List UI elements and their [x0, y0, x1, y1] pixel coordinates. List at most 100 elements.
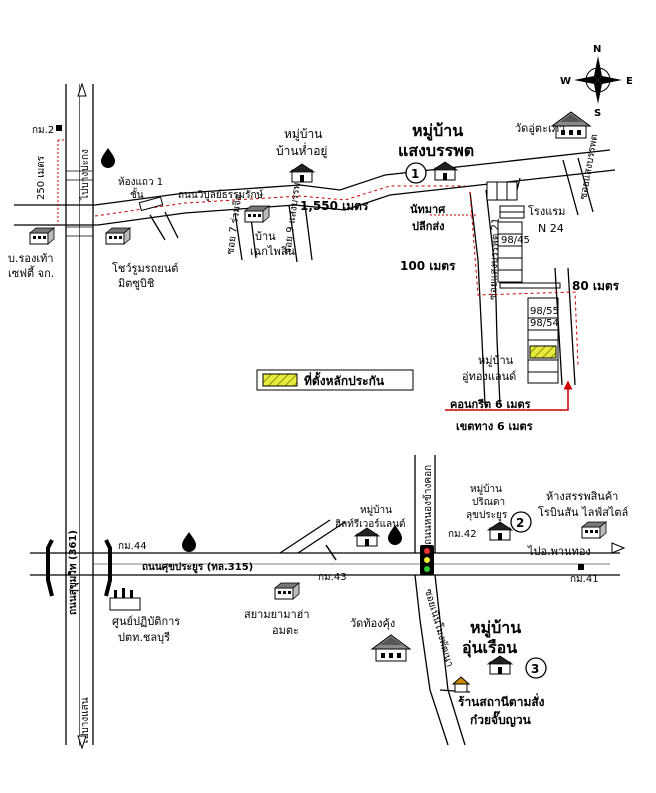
svg-text:W: W	[560, 76, 571, 87]
soi-mid-label: ซอย 9 แสงบรรพต	[282, 176, 304, 256]
shophouse-label-1: ห้องแถว 1	[118, 176, 163, 188]
company-label-1: บ.รองเท้า	[8, 252, 54, 265]
svg-text:ไปบางปะกง: ไปบางปะกง	[79, 149, 91, 201]
village-ur-label-1: หมู่บ้าน	[470, 618, 521, 639]
sukhumvit-bottom-label: ไปบางแสน	[79, 697, 91, 746]
km2-icon	[56, 125, 62, 131]
village-pr-label-3: ลุขประยูร	[466, 510, 508, 521]
lot-c-label: 98/54	[530, 318, 559, 329]
ban-cp-label-1: บ้าน	[255, 230, 276, 243]
yamaha-icon	[274, 582, 300, 600]
mall-icon	[581, 521, 607, 539]
temple-bottom-icon	[371, 634, 411, 662]
village-sb-label-1: หมู่บ้าน	[412, 121, 463, 142]
yamaha-label-1: สยามยามาฮ่า	[244, 608, 310, 621]
marker-2	[510, 511, 532, 533]
soi-right	[562, 157, 594, 216]
village-bh-label-1: หมู่บ้าน	[284, 127, 322, 142]
nightmarket-label-1: นัทมาศ	[410, 203, 446, 216]
svg-text:2: 2	[516, 516, 524, 530]
road-width-label: เขตทาง 6 เมตร	[456, 420, 533, 433]
showroom-label-2: มิตซูบิชิ	[118, 277, 154, 290]
hotel-label: โรงแรม	[528, 204, 565, 218]
sukhumvit-road	[65, 84, 94, 745]
distance-1550-label: 1,550 เมตร	[300, 199, 369, 213]
km41-icon	[578, 564, 584, 570]
company-label-2: เซฟตี้ จก.	[8, 265, 54, 280]
svg-text:1: 1	[411, 167, 419, 181]
km43-label: กม.43	[318, 572, 347, 583]
svg-text:E: E	[626, 76, 633, 87]
village-bh-icon	[289, 163, 315, 183]
factory-icon	[109, 588, 141, 611]
legend-swatch	[262, 373, 298, 387]
prayoon-road-label: ถนนศุขประยูร (ทล.315)	[142, 561, 253, 574]
collateral-lot	[529, 345, 557, 359]
km42-label: กม.42	[448, 529, 477, 540]
yamaha-label-2: อมตะ	[272, 624, 299, 637]
distance-80-label: 80 เมตร	[572, 279, 620, 293]
village-bh-label-2: บ้านห่ำอยู่	[276, 142, 327, 159]
village-sh-icon	[354, 527, 380, 547]
arrow-right-icon	[611, 542, 626, 554]
legend: ที่ตั้งหลักประกัน	[256, 369, 414, 391]
village-sb-icon	[432, 161, 458, 181]
compass-icon: N S W E	[560, 44, 633, 119]
traffic-light-icon	[420, 545, 434, 575]
company-icon	[29, 227, 55, 245]
svg-text:N: N	[593, 44, 601, 55]
soi-left-label: ซอย 7 ร่วมจิต	[225, 193, 244, 255]
noen-mong-label: ซอยเนินโมงพัฒนา	[422, 587, 457, 668]
shop-label-1: ร้านสถานีตามสั่ง	[458, 693, 545, 709]
lot-a-label: 98/45	[501, 235, 530, 246]
overpass	[46, 539, 112, 597]
marker-1	[405, 162, 427, 184]
prayoon-road	[30, 552, 620, 576]
temple-top-label: วัดอู่ตะเภา	[515, 122, 565, 135]
shophouse-icon	[138, 196, 164, 212]
ban-cp-icon	[244, 205, 270, 223]
village-sh-label-2: ฮิลท์รีเวอร์แลนด์	[335, 518, 406, 530]
shophouse-label-2: ชั้น	[130, 187, 144, 201]
marker-3	[525, 657, 547, 679]
arrow-down-icon	[77, 735, 87, 750]
diagonal-road	[279, 519, 346, 561]
km44-label: กม.44	[118, 541, 147, 552]
mall-label-2: โรบินสัน ไลฟ์สไตล์	[538, 505, 628, 519]
km41-label: กม.41	[570, 574, 599, 585]
soi-right-label: ซอยแสงบรรพต	[578, 133, 600, 200]
nightmarket-label-2: ปลีกส่ง	[412, 220, 444, 233]
nong-kham-label: ถนนหนองข้างคอก	[422, 465, 434, 545]
fuel-station-3-icon	[182, 532, 196, 552]
soi-left-2	[149, 211, 179, 241]
village-pr-label-2: ปริณดา	[472, 497, 505, 508]
fuel-station-icon	[101, 148, 115, 168]
svg-text:S: S	[594, 108, 601, 119]
service-center-label-1: ศูนย์ปฏิบัติการ	[112, 615, 180, 628]
concrete-label: คอนกรีต 6 เมตร	[450, 398, 531, 411]
km2-label: กม.2	[32, 125, 54, 136]
temple-bottom-label: วัดท้องคุ้ง	[350, 617, 395, 630]
soi-vertical	[469, 189, 501, 406]
lot-b-label: 98/55	[530, 306, 559, 317]
ban-cp-label-2: เฉกไพลิน	[250, 245, 295, 258]
village-ur-icon	[487, 655, 513, 675]
svg-text:3: 3	[531, 662, 539, 676]
village-utd-label-1: หมู่บ้าน	[478, 354, 514, 367]
noen-mong-road	[414, 574, 466, 746]
ring-road-label: ถนนวิบูลย์ธรรมรักษ์	[178, 189, 264, 201]
village-pr-icon	[487, 521, 513, 541]
soi-n24-label: N 24	[538, 222, 564, 235]
nong-kham-road	[414, 455, 436, 553]
showroom-label-1: โชว์รูมรถยนต์	[112, 261, 178, 275]
distance-100-label: 100 เมตร	[400, 259, 456, 273]
village-ur-label-2: อุ่นเรือน	[462, 638, 517, 658]
svg-text:ไปบางแสน: ไปบางแสน	[79, 697, 91, 746]
showroom-icon	[105, 227, 131, 245]
sukhumvit-top-label: ไปบางปะกง	[79, 149, 91, 201]
legend-label: ที่ตั้งหลักประกัน	[304, 371, 385, 388]
village-pr-label-1: หมู่บ้าน	[470, 483, 502, 495]
village-utd-label-2: อู่ทองแลนด์	[462, 370, 516, 383]
village-sb-label-2: แสงบรรพต	[398, 141, 474, 160]
